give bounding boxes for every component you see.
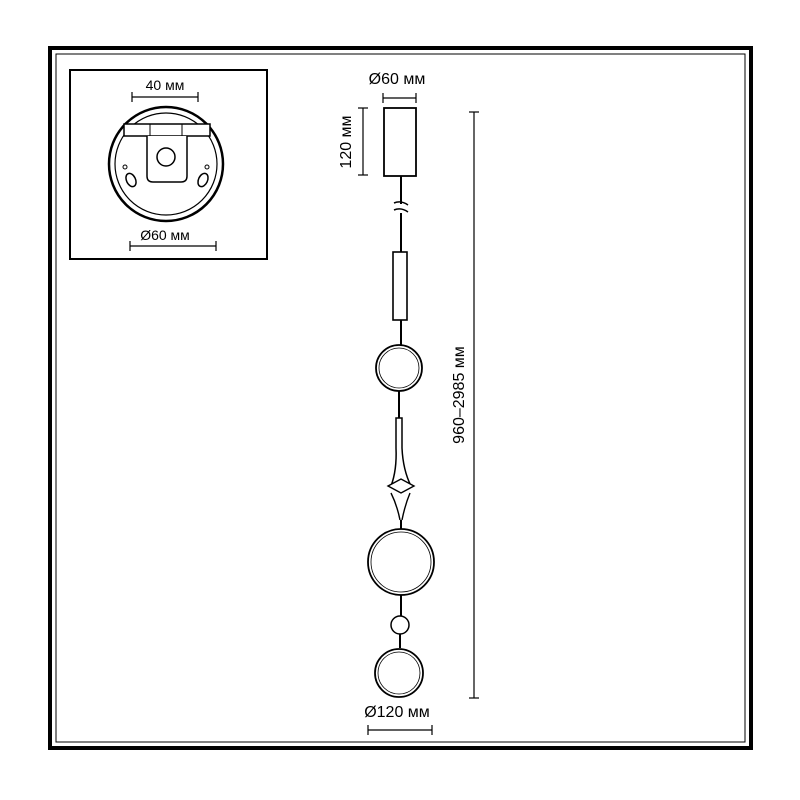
inset-bottom-dimension-label: Ø60 мм — [140, 227, 190, 243]
canopy — [383, 107, 417, 177]
spindle-collar — [386, 478, 416, 494]
overall-height-label: 960–2985 мм — [451, 346, 468, 444]
cable-break-symbol — [393, 201, 409, 213]
small-bead — [390, 615, 410, 635]
canopy-diameter-label: Ø60 мм — [369, 71, 426, 88]
canopy-plate-inner — [114, 112, 218, 216]
glass-sphere-bottom — [374, 648, 424, 698]
inset-top-dimension-label: 40 мм — [146, 77, 185, 93]
center-hole — [156, 147, 176, 167]
canopy-top-view-inset: 40 мм Ø60 мм — [69, 69, 268, 260]
mounting-slot-left — [122, 164, 137, 188]
mounting-bar — [123, 123, 211, 137]
inner-frame — [55, 53, 746, 743]
small-glass-sphere-upper — [375, 344, 423, 392]
outer-frame — [48, 46, 753, 750]
canopy-height-label: 120 мм — [338, 115, 355, 168]
large-glass-sphere — [367, 528, 435, 596]
pendant-side-view: Ø60 мм 120 мм — [338, 71, 479, 735]
tube-connector — [392, 251, 408, 321]
shade-diameter-label: Ø120 мм — [364, 704, 430, 721]
mounting-slot-right — [197, 164, 210, 188]
